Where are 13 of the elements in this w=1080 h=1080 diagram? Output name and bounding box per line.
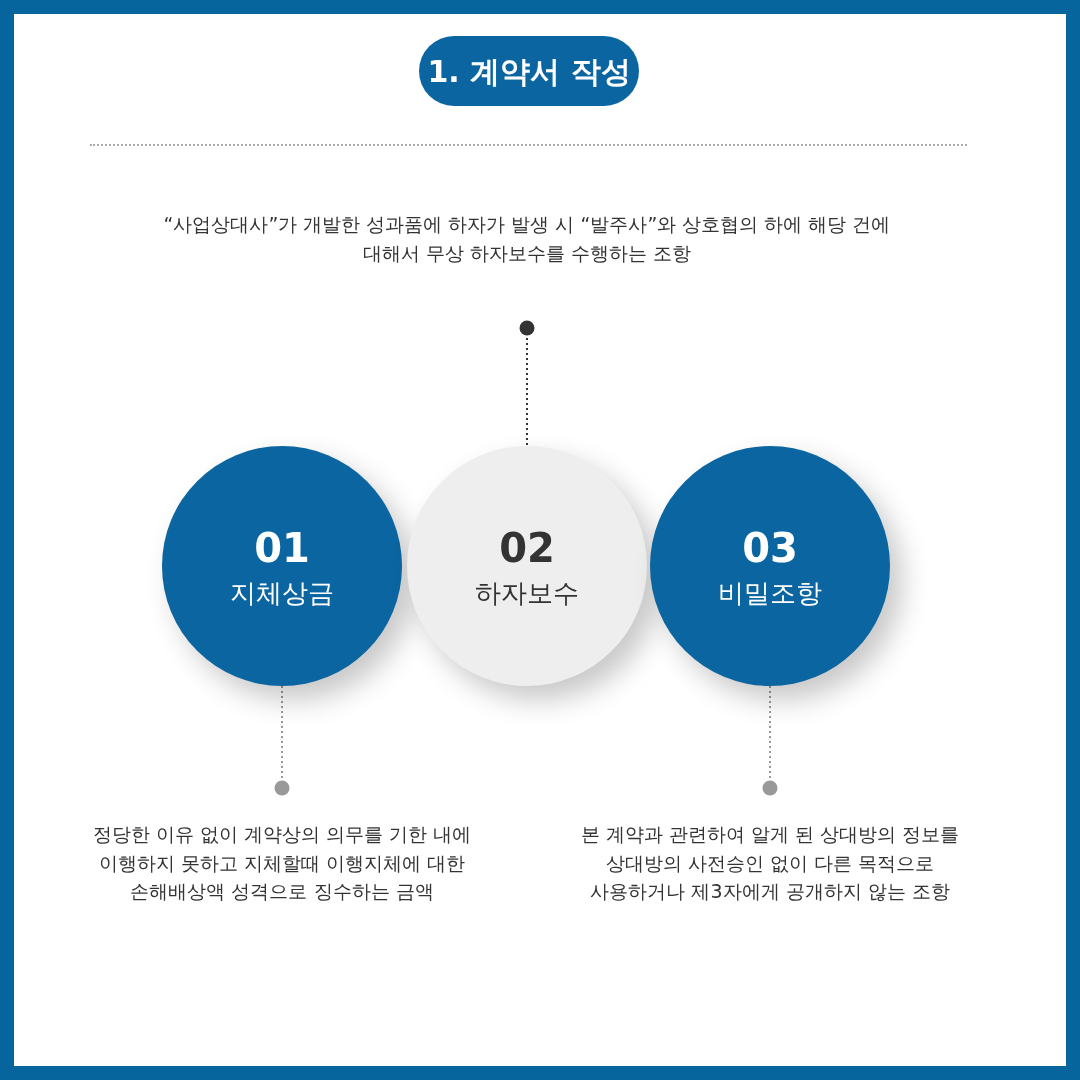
- topic-label: 하자보수: [475, 576, 579, 610]
- leader-line: [274, 685, 290, 796]
- topic-label: 지체상금: [230, 576, 334, 610]
- description-text: “사업상대사”가 개발한 성과품에 하자가 발생 시 “발주사”와 상호협의 하에 해당 건에 대해서 무상 하자보수를 수행하는 조항: [162, 212, 892, 266]
- title-pill: 1. 계약서 작성: [419, 36, 639, 106]
- leader-line: [519, 320, 535, 447]
- step-number: 02: [499, 523, 555, 573]
- step-number: 01: [254, 523, 310, 573]
- topic-label: 비밀조항: [718, 576, 822, 610]
- description-text: 정당한 이유 없이 계약상의 의무를 기한 내에 이행하지 못하고 지체할때 이행지체에 대한 손해배상액 성격으로 징수하는 금액: [92, 822, 472, 904]
- leader-line: [762, 685, 778, 796]
- step-number: 03: [742, 523, 798, 573]
- description-text: 본 계약과 관련하여 알게 된 상대방의 정보를 상대방의 사전승인 없이 다른 목적으로 사용하거나 제3자에게 공개하지 않는 조항: [579, 822, 961, 904]
